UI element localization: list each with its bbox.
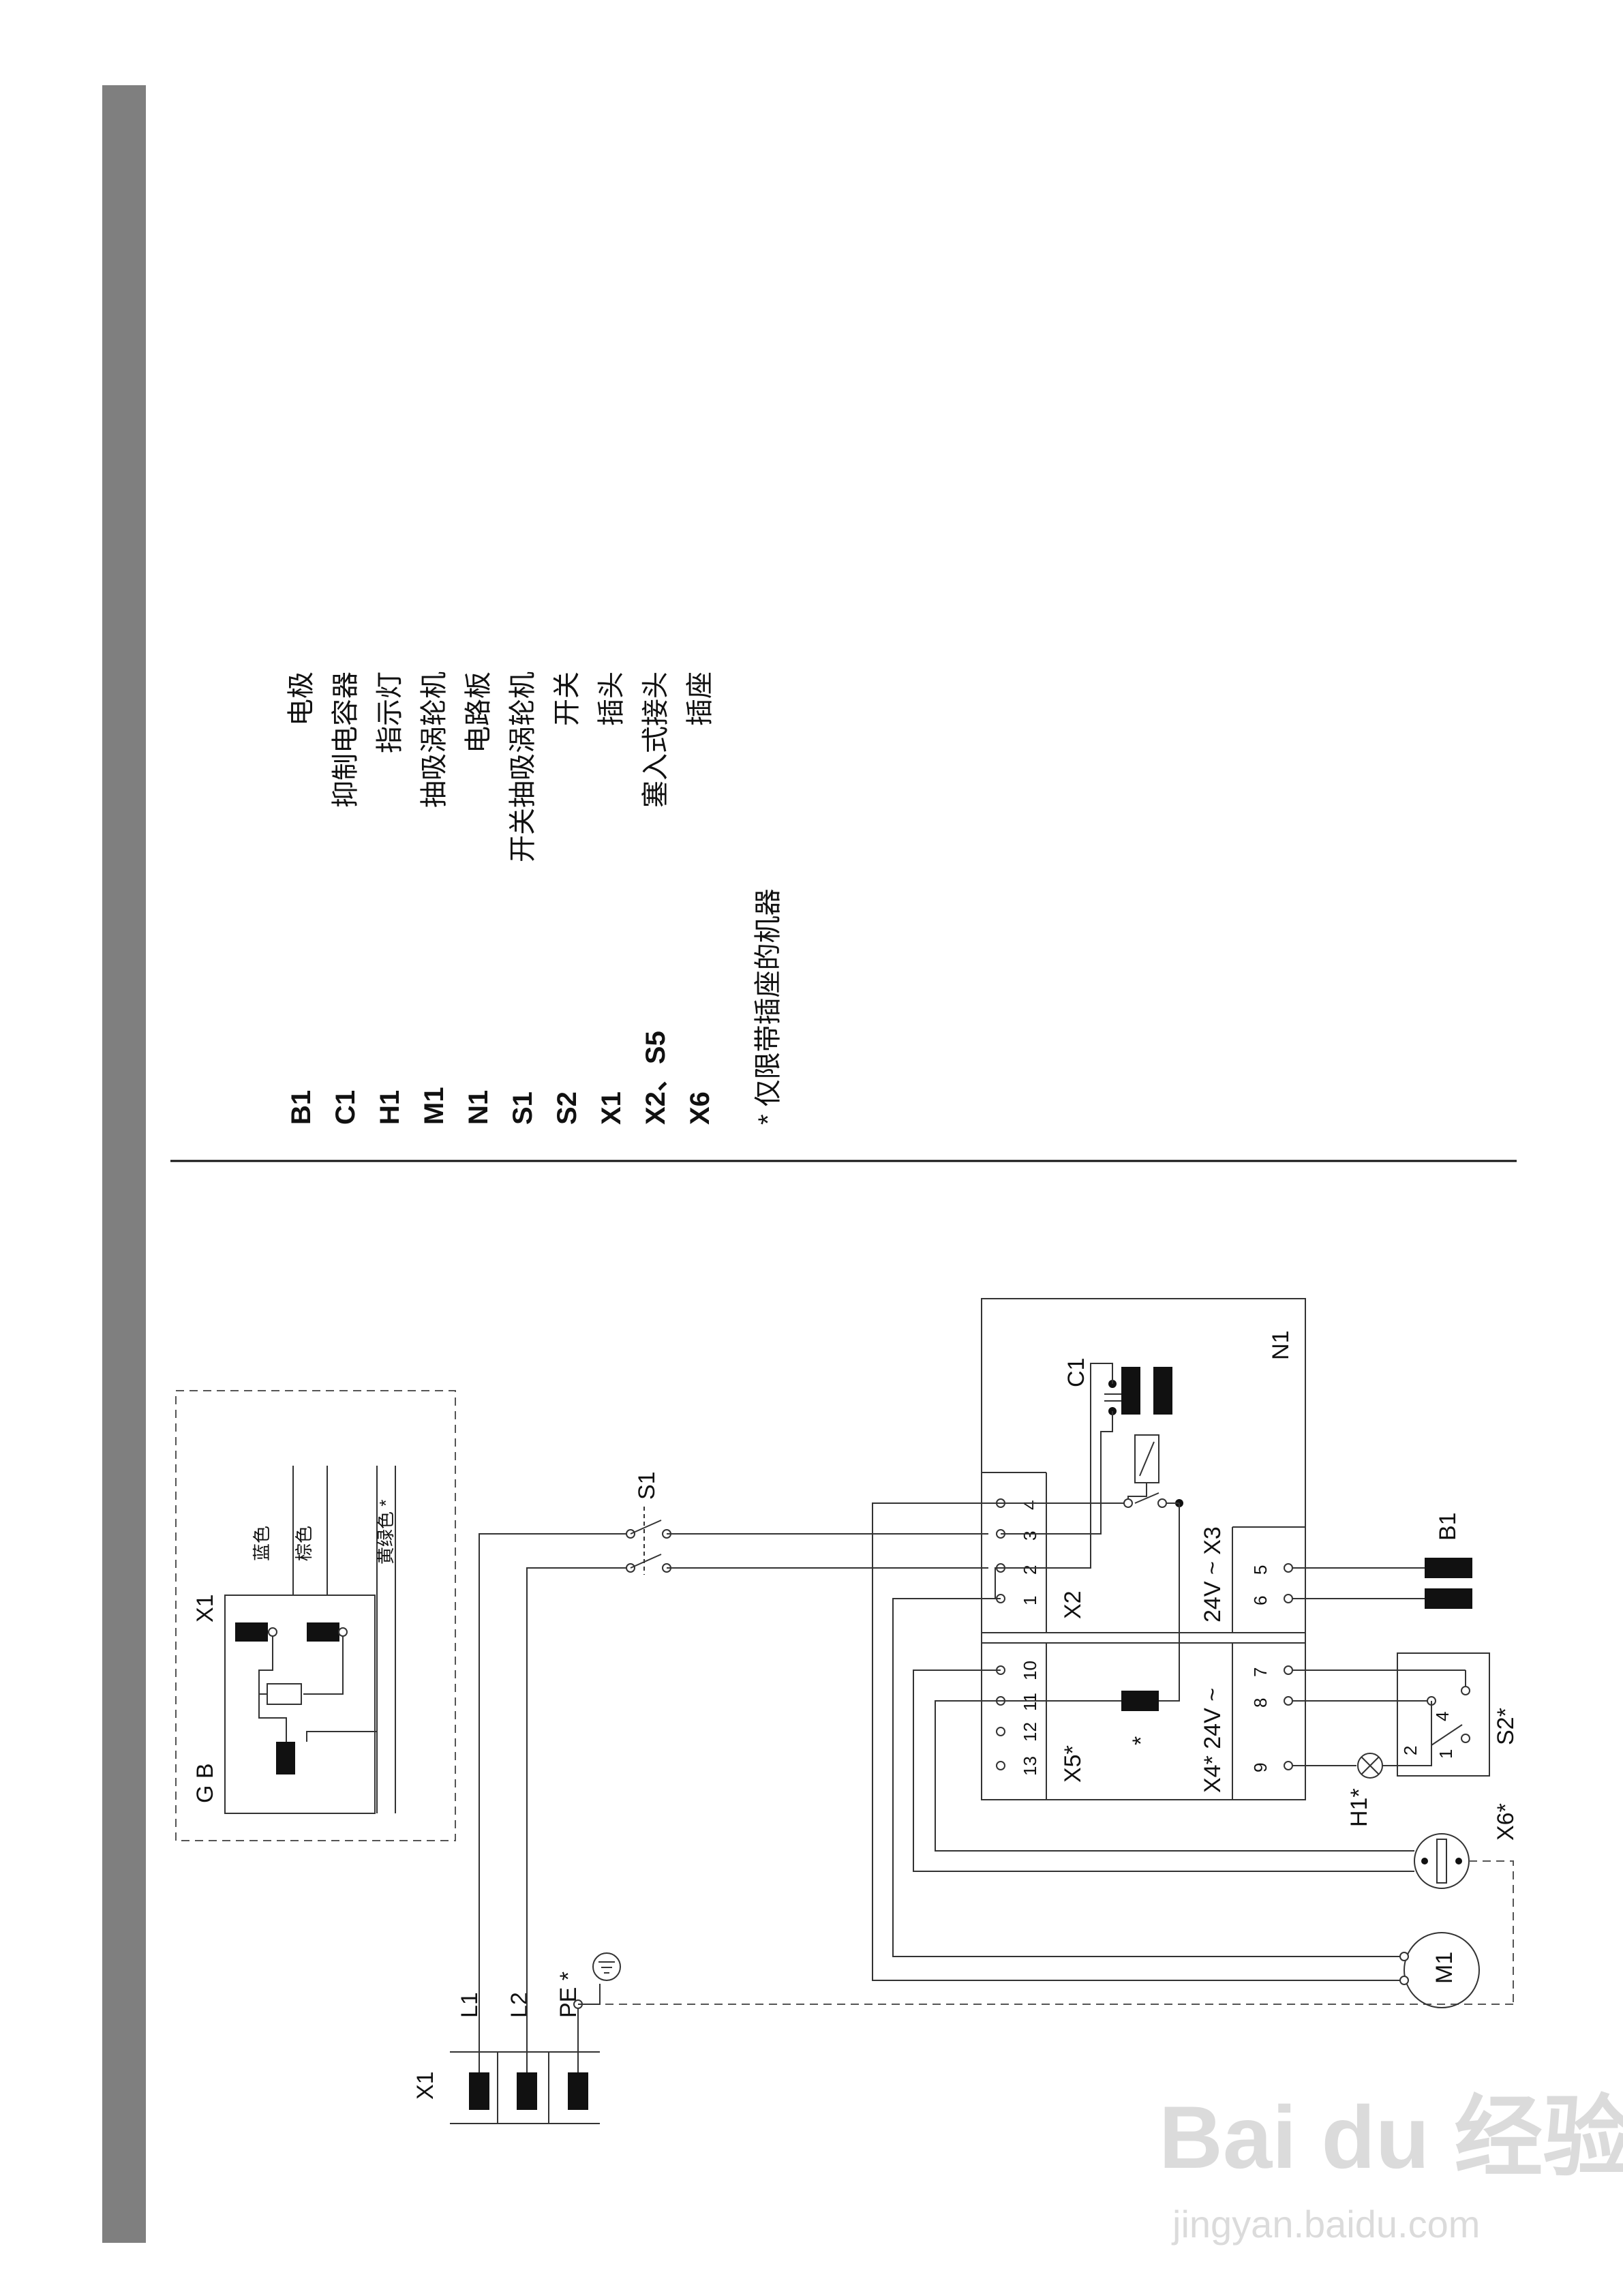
c1-label: C1 (1063, 1358, 1089, 1387)
indicator-lamp-h1: H1* (1292, 1745, 1432, 1827)
c1-pin-a (1121, 1367, 1140, 1415)
watermark-url: jingyan.baidu.com (1172, 2203, 1481, 2246)
x5-pin-10: 10 (1020, 1661, 1040, 1680)
pin-l1 (469, 2072, 489, 2110)
x5-pin-12: 12 (1020, 1722, 1040, 1742)
b1-pin-b (1425, 1588, 1472, 1609)
wire-yellow-green-label: 黄绿色 * (376, 1500, 396, 1565)
h1-label: H1* (1346, 1788, 1372, 1827)
s2-frame (1397, 1652, 1490, 1777)
x3-pin-6: 6 (1250, 1596, 1271, 1605)
legend-code-m1: M1 (419, 1087, 449, 1125)
x2-pin-1: 1 (1020, 1596, 1040, 1605)
s2-pin-1: 1 (1436, 1749, 1456, 1759)
legend-desc-x1: 插头 (596, 671, 626, 726)
switch-s2: S2* 4 2 1 (1292, 1652, 1519, 1777)
legend-desc-s2: 开关 (552, 671, 582, 726)
plug-box-gb: G B X1 蓝色 棕色 黄绿色 * (175, 1390, 456, 1841)
x6-label: X6* (1493, 1803, 1519, 1841)
s2-pin-4: 4 (1432, 1712, 1453, 1721)
n1-label: N1 (1268, 1331, 1294, 1360)
label-pe: PE * (556, 1972, 581, 2018)
gb-pin-earth (276, 1742, 295, 1774)
legend: B1 C1 H1 M1 N1 S1 S2 X1 X2、S5 X6 电极 抑制电容… (286, 671, 783, 1125)
gb-pin-brown (307, 1622, 339, 1642)
s2-pin-2: 2 (1400, 1746, 1421, 1755)
label-l1: L1 (457, 1992, 483, 2018)
x4-pin-8: 8 (1250, 1698, 1271, 1708)
pin-l2 (517, 2072, 537, 2110)
gb-frame (175, 1390, 456, 1841)
mains-plug-x1: X1 L1 L2 PE * (412, 1972, 600, 2124)
switch-s1: S1 (626, 1471, 988, 1575)
legend-code-c1: C1 (331, 1090, 361, 1125)
x2-pin-3: 3 (1020, 1531, 1040, 1541)
legend-code-x6: X6 (685, 1091, 715, 1125)
s1-label: S1 (634, 1471, 660, 1500)
legend-code-s2: S2 (552, 1091, 582, 1125)
x2-label: X2 (1060, 1590, 1086, 1619)
legend-code-x2-s5: X2、S5 (641, 1031, 671, 1125)
mains-x1-label: X1 (412, 2071, 438, 2100)
x5-connector-block (1121, 1691, 1159, 1711)
legend-desc-x6: 插座 (685, 671, 715, 726)
x4-pin-7: 7 (1250, 1667, 1271, 1677)
x4-pin-9: 9 (1250, 1763, 1271, 1772)
m1-label: M1 (1431, 1952, 1457, 1984)
legend-desc-m1: 抽吸涡轮机 (419, 671, 449, 808)
header-bar: NT 361 Eco / NT 361 Eco TE 8 (102, 85, 246, 2243)
legend-desc-c1: 抑制电容器 (331, 671, 361, 808)
label-l2: L2 (506, 1992, 532, 2018)
x3-pin-5: 5 (1250, 1565, 1271, 1575)
b1-label: B1 (1435, 1512, 1461, 1541)
legend-code-x1: X1 (596, 1091, 626, 1125)
x4-label: X4* 24V ~ (1200, 1688, 1226, 1793)
legend-code-b1: B1 (286, 1090, 316, 1125)
legend-desc-n1: 电路板 (464, 671, 494, 753)
x2-pin-2: 2 (1020, 1565, 1040, 1575)
b1-pin-a (1425, 1558, 1472, 1578)
wire-blue-label: 蓝色 (252, 1526, 272, 1561)
legend-code-n1: N1 (464, 1090, 494, 1125)
wire-brown-label: 棕色 (294, 1526, 314, 1561)
legend-code-s1: S1 (508, 1091, 538, 1125)
watermark-logo: Bai du 经验 (1159, 2087, 1623, 2187)
s2-label: S2* (1493, 1708, 1519, 1745)
c1-pin-b (1153, 1367, 1172, 1415)
gb-fuse (267, 1683, 302, 1705)
motor-icon (1404, 1932, 1480, 2008)
x2-pin-4: 4 (1020, 1500, 1040, 1510)
x5-label: X5* (1060, 1745, 1086, 1783)
x3-label: 24V ~ X3 (1200, 1526, 1226, 1622)
gb-x1-label: X1 (192, 1594, 218, 1622)
gb-label: G B (192, 1763, 218, 1803)
n1-frame (981, 1298, 1306, 1800)
legend-footnote: * 仅限带插座的机器 (753, 888, 783, 1125)
legend-desc-x2-s5: 塞入式接头 (641, 671, 671, 808)
x5-pin-13: 13 (1020, 1756, 1040, 1776)
x5-pin-11: 11 (1020, 1693, 1040, 1711)
socket-x6: X6* (913, 1670, 1519, 2004)
x5-star: * (1128, 1736, 1154, 1745)
motor-m1: M1 (872, 1502, 1480, 2008)
circuit-board-n1: N1 X2 4 3 2 1 X5* 10 11 12 13 24V ~ X3 5… (981, 1298, 1306, 1800)
pin-pe (568, 2072, 588, 2110)
legend-desc-h1: 指示灯 (375, 671, 405, 753)
legend-code-h1: H1 (375, 1090, 405, 1125)
electrode-b1: B1 (1292, 1512, 1472, 1609)
legend-desc-b1: 电极 (286, 671, 316, 726)
gb-pin-blue (235, 1622, 268, 1642)
earth-icon (592, 1952, 621, 1981)
legend-desc-s1: 开关抽吸涡轮机 (508, 671, 538, 862)
watermark: Bai du 经验 jingyan.baidu.com (1159, 2066, 1623, 2263)
